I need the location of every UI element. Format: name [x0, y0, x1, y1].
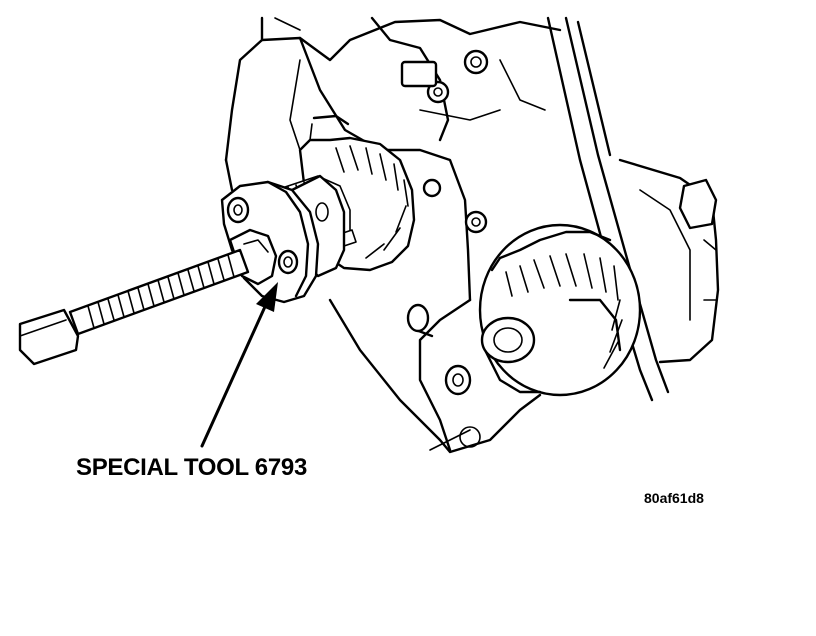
figure-id: 80af61d8: [644, 490, 704, 506]
engine-housing: [224, 16, 562, 454]
callout-label: SPECIAL TOOL 6793: [76, 454, 307, 481]
tensioner-assembly: [618, 158, 720, 364]
special-tool-puller: [18, 174, 357, 366]
callout-arrow: [200, 282, 278, 448]
housing-bolts: [400, 49, 489, 396]
crankshaft-sprocket: [478, 223, 642, 397]
